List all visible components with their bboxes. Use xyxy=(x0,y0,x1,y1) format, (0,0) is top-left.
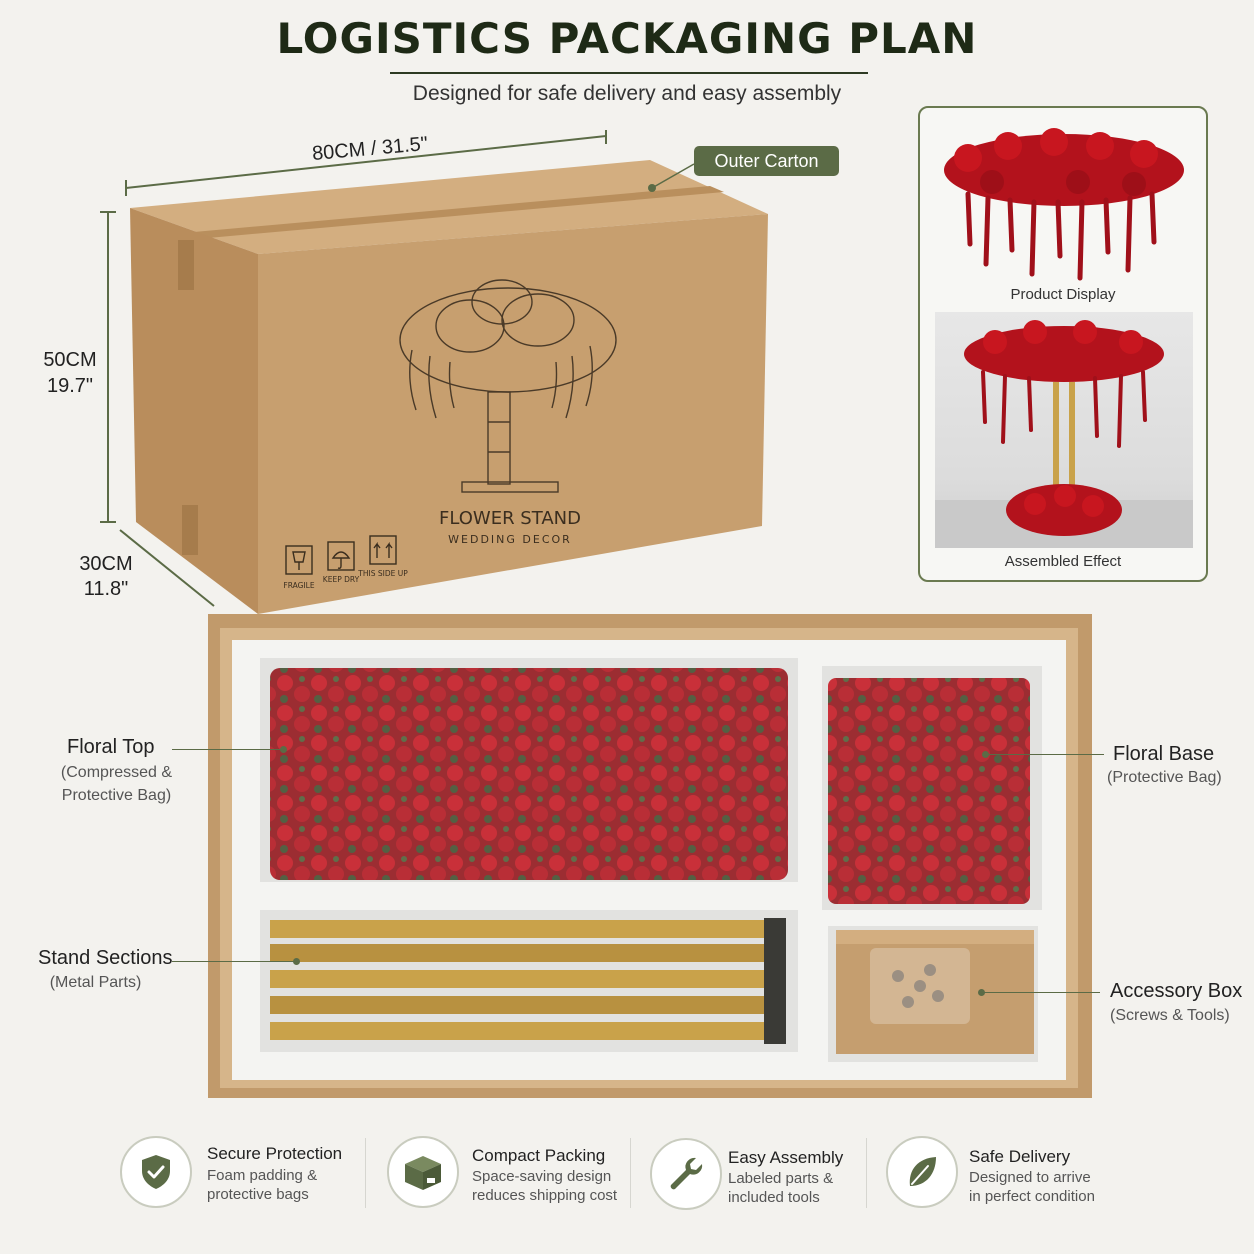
stand-sections-sub: (Metal Parts) xyxy=(49,974,142,991)
svg-text:KEEP DRY: KEEP DRY xyxy=(323,575,360,584)
height-label-cm: 50CM xyxy=(43,349,97,371)
package-icon xyxy=(387,1136,459,1208)
outer-carton-illustration: FLOWER STAND WEDDING DECOR FRAGILE KEEP … xyxy=(100,130,768,614)
tree-engraving-icon xyxy=(399,279,617,493)
feature-1-title: Secure Protection xyxy=(207,1144,343,1163)
shield-check-icon xyxy=(120,1136,192,1208)
screws-icon xyxy=(892,964,944,1008)
svg-text:THIS SIDE UP: THIS SIDE UP xyxy=(357,569,408,578)
stand-sections-title: Stand Sections xyxy=(38,947,173,969)
feature-3-title: Easy Assembly xyxy=(728,1148,844,1167)
feature-2-line1: Space-saving design xyxy=(472,1168,612,1185)
feature-4-title: Safe Delivery xyxy=(969,1147,1071,1166)
feature-1-line1: Foam padding & xyxy=(207,1167,318,1184)
outer-carton-badge: Outer Carton xyxy=(694,146,839,176)
height-label-in: 19.7" xyxy=(46,375,94,397)
feature-3-line2: included tools xyxy=(728,1189,820,1206)
carton-front xyxy=(258,214,768,614)
umbrella-icon xyxy=(327,541,355,571)
floral-base-bag xyxy=(828,678,1030,904)
depth-label-in: 11.8" xyxy=(83,578,129,600)
accessory-box-title: Accessory Box xyxy=(1110,980,1243,1002)
feature-1-line2: protective bags xyxy=(207,1186,309,1203)
feature-4-line2: in perfect condition xyxy=(969,1188,1095,1205)
page-title: LOGISTICS PACKAGING PLAN xyxy=(276,14,978,63)
fragile-glass-icon xyxy=(285,545,313,575)
floral-top-title: Floral Top xyxy=(67,736,155,758)
floral-base-sub: (Protective Bag) xyxy=(1107,769,1222,786)
depth-label-cm: 30CM xyxy=(79,553,133,575)
carton-brand-sub: WEDDING DECOR xyxy=(448,533,572,546)
carton-side xyxy=(130,208,258,614)
product-display-image xyxy=(944,128,1184,281)
feature-2-line2: reduces shipping cost xyxy=(472,1187,618,1204)
assembled-effect-image xyxy=(935,312,1193,548)
feature-2-title: Compact Packing xyxy=(472,1146,606,1165)
leaf-icon xyxy=(886,1136,958,1208)
depth-dimension-line xyxy=(119,529,215,607)
page-subtitle: Designed for safe delivery and easy asse… xyxy=(412,82,842,105)
carton-brand: FLOWER STAND xyxy=(439,508,581,529)
length-dimension-line xyxy=(125,135,607,189)
feature-3-line1: Labeled parts & xyxy=(728,1170,834,1187)
feature-4-line1: Designed to arrive xyxy=(969,1169,1091,1186)
floral-top-sub1: (Compressed & xyxy=(60,764,173,781)
up-arrows-icon xyxy=(369,535,397,565)
title-divider xyxy=(390,72,868,74)
product-display-caption: Product Display xyxy=(1010,286,1116,303)
floral-top-sub2: Protective Bag) xyxy=(61,787,172,804)
stand-sections-bars xyxy=(270,918,786,1044)
assembled-effect-caption: Assembled Effect xyxy=(1004,553,1122,570)
svg-text:FRAGILE: FRAGILE xyxy=(283,581,314,590)
inner-box-layout xyxy=(208,614,1092,1098)
product-preview-panel: Product Display Assembled Effect xyxy=(918,106,1208,582)
wrench-icon xyxy=(650,1138,722,1210)
floral-top-bag xyxy=(270,668,788,880)
floral-base-title: Floral Base xyxy=(1113,743,1215,765)
accessory-box-sub: (Screws & Tools) xyxy=(1110,1007,1230,1024)
